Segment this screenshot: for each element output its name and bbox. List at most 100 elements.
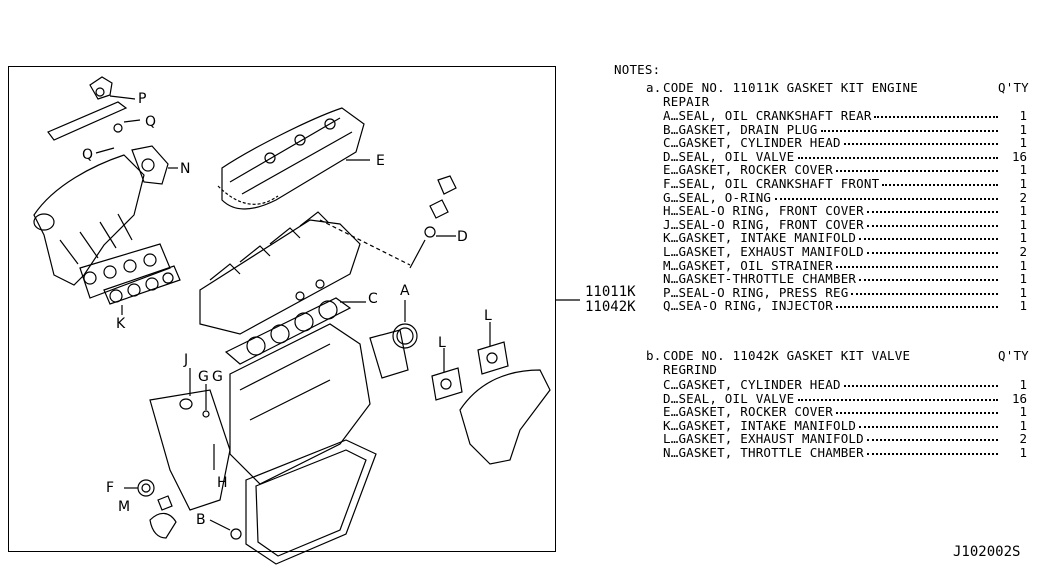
kit-a-item-qty: 1 bbox=[1019, 216, 1027, 232]
kit-a-item-text: K…GASKET, INTAKE MANIFOLD bbox=[663, 230, 857, 246]
kit-b-item-qty: 1 bbox=[1019, 445, 1027, 460]
kit-a-item-text: A…SEAL, OIL CRANKSHAFT REAR bbox=[663, 108, 872, 123]
front-seal-part bbox=[124, 479, 177, 539]
oil-pan-part bbox=[209, 439, 377, 565]
exhaust-manifold-part bbox=[431, 322, 551, 465]
kit-a-item-leader-dots bbox=[821, 129, 998, 132]
kit-b-item-qty: 2 bbox=[1019, 431, 1027, 447]
kit-a-item-qty: 1 bbox=[1019, 203, 1027, 219]
kit-b-item-text: N…GASKET, THROTTLE CHAMBER bbox=[663, 445, 864, 460]
kit-b-item-leader-dots bbox=[843, 385, 998, 387]
callout-g: G bbox=[212, 369, 223, 385]
drawing-number: J102002S bbox=[953, 544, 1021, 560]
kit-a-prefix: a. bbox=[646, 80, 662, 95]
kit-a-qty-header: Q'TY bbox=[998, 80, 1029, 95]
kit-b-item-qty: 1 bbox=[1019, 404, 1027, 420]
intake-gasket-part bbox=[103, 265, 181, 315]
callout-f: F bbox=[106, 480, 115, 496]
kit-a-item-text: H…SEAL-O RING, FRONT COVER bbox=[663, 203, 864, 219]
kit-a-item-qty: 1 bbox=[1019, 176, 1027, 191]
kit-b-item-leader-dots bbox=[836, 412, 998, 415]
callout-h: H bbox=[217, 475, 228, 491]
kit-a-item-text: P…SEAL-O RING, PRESS REG bbox=[663, 284, 849, 300]
kit-a-item-qty: 1 bbox=[1019, 230, 1027, 246]
kit-a-item-leader-dots bbox=[836, 306, 998, 309]
rear-seal-part bbox=[369, 300, 418, 379]
kit-a-item-leader-dots bbox=[775, 197, 998, 200]
kit-a-item-qty: 1 bbox=[1019, 135, 1027, 151]
callout-q: Q bbox=[82, 147, 94, 163]
callout-l: L bbox=[438, 335, 446, 351]
callout-q: Q bbox=[145, 114, 157, 130]
kit-b-item-leader-dots bbox=[866, 453, 998, 455]
kit-a-item-qty: 2 bbox=[1019, 244, 1027, 259]
diagram-frame bbox=[8, 66, 556, 552]
callout-m: M bbox=[118, 499, 131, 515]
callout-l: L bbox=[484, 308, 492, 324]
kit-b-item-text: C…GASKET, CYLINDER HEAD bbox=[663, 377, 841, 392]
throttle-gasket-part bbox=[131, 145, 178, 185]
kit-a-item-leader-dots bbox=[859, 238, 998, 241]
kit-a-item-leader-dots bbox=[851, 292, 998, 295]
kit-a-item-qty: 1 bbox=[1019, 121, 1027, 137]
kit-a-item-text: G…SEAL, O-RING bbox=[663, 189, 772, 205]
kit-a-item-leader-dots bbox=[881, 184, 998, 186]
kit-a-item-leader-dots bbox=[798, 156, 998, 159]
kit-b-item-qty: 1 bbox=[1019, 417, 1027, 433]
kit-a-item-text: E…GASKET, ROCKER COVER bbox=[663, 162, 833, 178]
valve-seal-part bbox=[409, 175, 457, 269]
front-cover-part bbox=[149, 368, 231, 511]
kit-b-item-qty: 16 bbox=[1011, 390, 1027, 406]
kit-b-title-line2: REGRIND bbox=[663, 362, 718, 377]
kit-a-item-text: L…GASKET, EXHAUST MANIFOLD bbox=[663, 244, 864, 259]
callout-g: G bbox=[198, 369, 209, 385]
kit-a-item-leader-dots bbox=[866, 252, 998, 254]
callout-b: B bbox=[196, 512, 206, 528]
kit-b-item-text: E…GASKET, ROCKER COVER bbox=[663, 404, 833, 420]
press-regulator-part bbox=[89, 76, 136, 100]
kit-b-item-text: D…SEAL, OIL VALVE bbox=[663, 390, 795, 406]
kit-a-item-text: B…GASKET, DRAIN PLUG bbox=[663, 121, 818, 137]
kit-a-item-qty: 2 bbox=[1019, 189, 1027, 205]
kit-code-11011k: 11011K bbox=[585, 284, 636, 300]
kit-a-item-text: J…SEAL-O RING, FRONT COVER bbox=[663, 216, 864, 232]
kit-b-item-qty: 1 bbox=[1019, 377, 1027, 392]
kit-a-item-text: C…GASKET, CYLINDER HEAD bbox=[663, 135, 841, 151]
kit-a-item-text: Q…SEA-O RING, INJECTOR bbox=[663, 298, 833, 314]
kit-code-11042k: 11042K bbox=[585, 299, 636, 315]
kit-b-prefix: b. bbox=[646, 348, 662, 363]
callout-n: N bbox=[180, 161, 191, 177]
kit-a-item-leader-dots bbox=[874, 116, 998, 118]
intake-manifold-part bbox=[33, 154, 171, 299]
callout-c: C bbox=[368, 291, 378, 307]
kit-b-qty-header: Q'TY bbox=[998, 348, 1029, 363]
kit-b-item-leader-dots bbox=[866, 439, 998, 442]
kit-a-item-qty: 1 bbox=[1019, 284, 1027, 300]
callout-p: P bbox=[138, 91, 147, 107]
kit-a-item-leader-dots bbox=[866, 224, 998, 227]
kit-a-item-qty: 16 bbox=[1011, 148, 1027, 164]
callout-a: A bbox=[400, 283, 410, 299]
kit-b-item-text: K…GASKET, INTAKE MANIFOLD bbox=[663, 417, 857, 433]
kit-b-title: CODE NO. 11042K GASKET KIT VALVE bbox=[663, 348, 911, 363]
kit-a-item-leader-dots bbox=[843, 143, 998, 146]
kit-b-item-text: L…GASKET, EXHAUST MANIFOLD bbox=[663, 431, 864, 447]
kit-a-item-qty: 1 bbox=[1019, 162, 1027, 178]
cylinder-block-part bbox=[229, 323, 371, 485]
rocker-cover-part bbox=[217, 107, 370, 210]
kit-a-title-line2: REPAIR bbox=[663, 94, 710, 109]
callout-d: D bbox=[457, 229, 468, 245]
kit-a-item-text: F…SEAL, OIL CRANKSHAFT FRONT bbox=[663, 176, 880, 191]
kit-a-item-text: M…GASKET, OIL STRAINER bbox=[663, 257, 833, 273]
kit-a-item-leader-dots bbox=[836, 265, 998, 268]
fuel-rail-part bbox=[47, 101, 141, 154]
cylinder-head-part bbox=[199, 211, 411, 335]
kit-b-item-leader-dots bbox=[798, 398, 998, 401]
kit-a-title: CODE NO. 11011K GASKET KIT ENGINE bbox=[663, 80, 918, 95]
notes-heading: NOTES: bbox=[614, 62, 661, 77]
callout-e: E bbox=[376, 153, 385, 169]
kit-a-item-leader-dots bbox=[859, 279, 998, 282]
kit-a-item-text: D…SEAL, OIL VALVE bbox=[663, 148, 795, 164]
kit-a-item-qty: 1 bbox=[1019, 298, 1027, 314]
